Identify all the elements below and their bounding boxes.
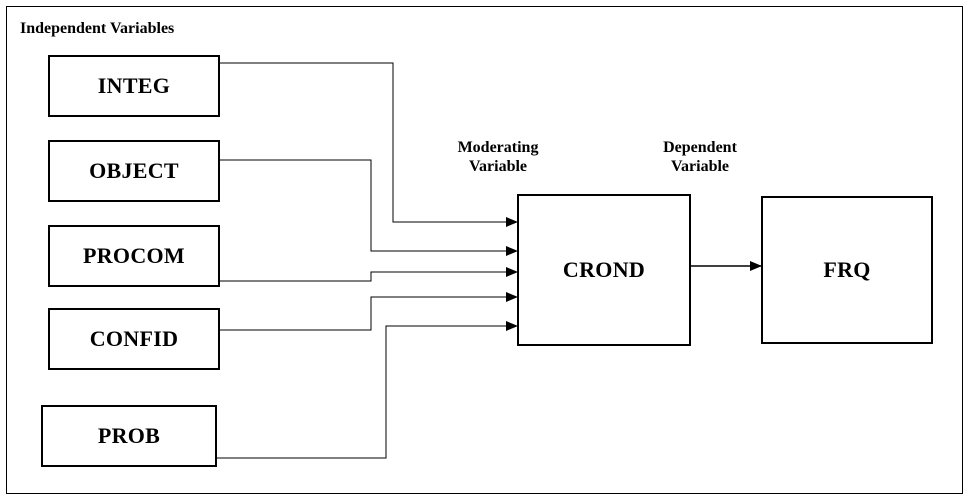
connector-procom-to-crond: [220, 267, 518, 282]
moderating-variable-box: CROND: [517, 194, 691, 346]
connector-confid-to-crond: [220, 292, 518, 331]
variable-box-object: OBJECT: [48, 140, 220, 202]
connector-integ-to-crond: [220, 62, 518, 227]
independent-variables-heading-text: Independent Variables: [20, 20, 175, 37]
connector-prob-to-crond: [217, 321, 518, 459]
diagram-frame: [6, 6, 963, 494]
variable-label-confid: CONFID: [89, 326, 179, 351]
variable-box-confid: CONFID: [48, 308, 220, 370]
dependent-variable-heading: Dependent Variable: [640, 138, 760, 176]
moderating-heading-line2: Variable: [468, 158, 528, 175]
connector-object-to-crond: [220, 159, 518, 256]
moderating-heading-line1: Moderating: [457, 139, 539, 156]
dependent-variable-box: FRQ: [761, 196, 933, 344]
dependent-heading-line2: Variable: [670, 158, 730, 175]
dependent-heading-line1: Dependent: [663, 139, 737, 156]
variable-label-integ: INTEG: [97, 73, 171, 98]
independent-variables-heading: Independent Variables: [20, 19, 174, 38]
variable-label-prob: PROB: [97, 423, 161, 448]
variable-box-procom: PROCOM: [48, 225, 220, 287]
variable-box-integ: INTEG: [48, 55, 220, 117]
variable-box-prob: PROB: [41, 405, 217, 467]
moderating-variable-heading: Moderating Variable: [440, 138, 556, 176]
variable-label-procom: PROCOM: [82, 243, 185, 268]
dependent-variable-label: FRQ: [823, 257, 871, 282]
moderating-variable-label: CROND: [562, 257, 646, 282]
variable-label-object: OBJECT: [89, 158, 179, 183]
